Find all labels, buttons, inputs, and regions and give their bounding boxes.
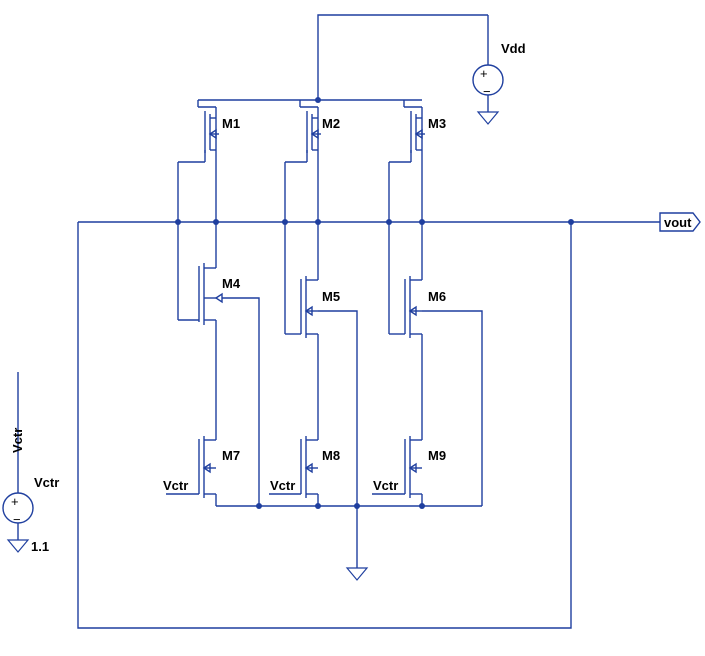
transistor-m7[interactable] <box>166 436 217 506</box>
gate-label-m8: Vctr <box>270 478 295 493</box>
vctr-net-label: Vctr <box>10 428 25 453</box>
vctr-source-value: 1.1 <box>31 539 49 554</box>
label-m6: M6 <box>428 289 446 304</box>
vout-port[interactable] <box>659 212 701 232</box>
transistor-m2[interactable] <box>285 100 321 163</box>
vdd-label: Vdd <box>501 41 526 56</box>
vdd-source[interactable]: + − <box>472 15 504 125</box>
transistor-m6[interactable] <box>389 222 423 345</box>
label-m5: M5 <box>322 289 340 304</box>
transistor-m4[interactable] <box>178 222 223 335</box>
label-m2: M2 <box>322 116 340 131</box>
label-m9: M9 <box>428 448 446 463</box>
svg-text:−: − <box>13 512 21 527</box>
transistor-m1[interactable] <box>178 100 219 163</box>
svg-text:−: − <box>483 84 491 99</box>
label-m8: M8 <box>322 448 340 463</box>
gate-label-m9: Vctr <box>373 478 398 493</box>
label-m7: M7 <box>222 448 240 463</box>
vdd-ground-symbol <box>476 111 500 125</box>
vctr-ground-symbol <box>6 539 30 553</box>
vctr-source[interactable]: + − <box>2 492 34 553</box>
ground-symbol <box>345 567 369 581</box>
svg-text:+: + <box>480 66 488 81</box>
transistor-m3[interactable] <box>389 100 425 163</box>
transistor-m8[interactable] <box>269 436 319 506</box>
gate-label-m7: Vctr <box>163 478 188 493</box>
vctr-source-label: Vctr <box>34 475 59 490</box>
transistor-m9[interactable] <box>372 436 423 506</box>
label-m1: M1 <box>222 116 240 131</box>
svg-text:+: + <box>11 494 19 509</box>
label-m3: M3 <box>428 116 446 131</box>
vout-label: vout <box>664 215 692 230</box>
transistor-m5[interactable] <box>285 222 319 345</box>
label-m4: M4 <box>222 276 241 291</box>
